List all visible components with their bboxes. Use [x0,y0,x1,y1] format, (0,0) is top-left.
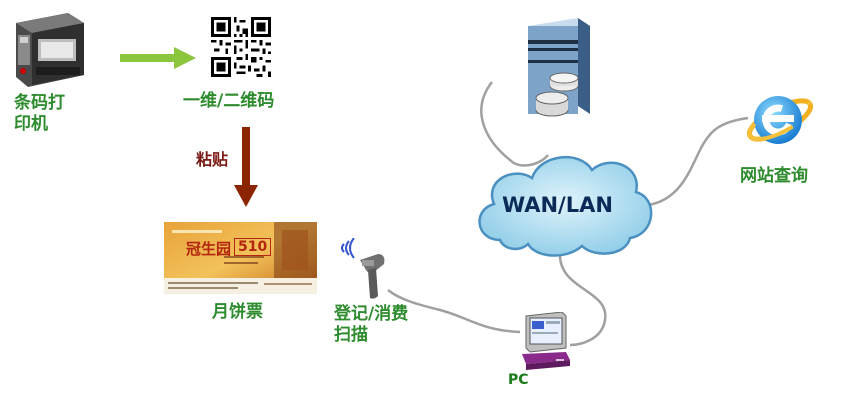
printer-label-line1: 条码打 [14,93,65,113]
ticket-label: 月饼票 [212,302,263,322]
paste-down-arrow [234,127,258,207]
web-query-label: 网站查询 [740,166,808,186]
cloud-pc-link [558,254,607,347]
scan-label-line1: 登记/消费 [334,304,409,324]
scan-label-line2: 扫描 [334,325,368,345]
network-cloud [478,156,653,257]
cloud-label: WAN/LAN [502,193,613,217]
scan-label: 登记/消费 扫描 [334,304,408,346]
cloud-web-link [647,116,749,207]
green-right-arrow [120,47,196,69]
pc-icon [516,311,572,372]
printer-label: 条码打 印机 [14,93,65,135]
barcode-printer-icon [8,5,88,90]
printer-label-line2: 印机 [14,114,48,134]
scanner-pc-link [387,289,521,334]
mooncake-ticket-image: 冠生园 510 [164,222,317,294]
internet-explorer-icon [742,82,816,154]
barcode-label: 一维/二维码 [183,91,275,111]
pc-label: PC [508,372,529,388]
ticket-brand: 冠生园 [186,240,232,258]
server-icon [522,18,592,120]
qr-code-icon [211,17,271,77]
handheld-scanner-icon [338,237,398,302]
ticket-price: 510 [234,238,272,256]
paste-label: 粘贴 [196,150,229,169]
server-cloud-link [480,81,549,167]
